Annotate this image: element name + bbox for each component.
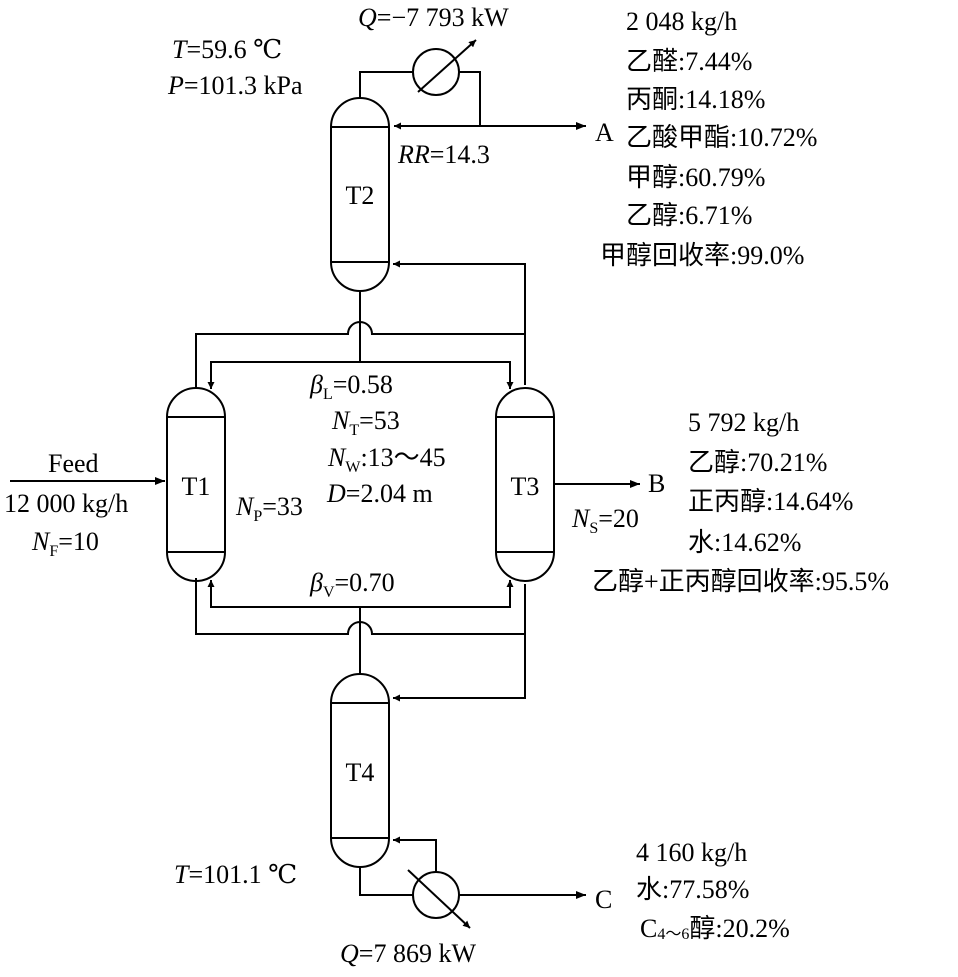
product-a-line-6: 乙醇:6.71% [626,201,752,230]
t3-liquid-to-t4-line [397,634,526,699]
feed-flow-label: 12 000 kg/h [4,489,128,518]
feed-label: Feed [48,449,99,478]
condenser-duty-label: Q=−7 793 kW [358,3,509,32]
product-a-composition: 2 048 kg/h 乙醛:7.44% 丙酮:14.18% 乙酸甲酯:10.72… [600,7,817,270]
t1-top-to-t3-vapor-line [195,321,525,390]
t1-head-seam [167,416,225,553]
beta-l-label: βL=0.58 [309,370,393,403]
reboiler-duty-label: Q=7 869 kW [340,939,476,968]
product-b-line-2: 乙醇:70.21% [688,448,827,477]
column-t4-group: T4 [330,673,586,929]
product-b-line-1: 5 792 kg/h [688,408,799,437]
feed-stage-label: NF=10 [31,527,99,560]
np-label: NP=33 [235,492,303,525]
column-t3-label: T3 [511,472,540,501]
product-a-line-7: 甲醇回收率:99.0% [600,241,804,270]
column-t2-group: T2 [330,39,586,385]
condenser-exchanger [412,48,460,96]
product-b-label: B [648,469,665,498]
product-a-line-2: 乙醛:7.44% [626,47,752,76]
product-c-label: C [595,885,612,914]
product-b-line-4: 水:14.62% [688,528,801,557]
product-a-line-4: 乙酸甲酯:10.72% [626,123,817,152]
t3-vapor-to-t2-line [397,263,526,385]
t4-head-seam [331,702,389,839]
product-c-line-1: 4 160 kg/h [636,838,747,867]
diameter-label: D=2.04 m [326,479,433,508]
product-c-line-3: C4～6醇:20.2% [640,914,790,943]
column-t4-label: T4 [346,758,375,787]
side-stage-label: NS=20 [571,504,639,537]
nt-label: NT=53 [331,406,400,439]
product-b-line-5: 乙醇+正丙醇回收率:95.5% [592,567,889,596]
t2-head-seam [331,126,389,263]
condenser-outlet-line [397,71,481,127]
nw-label: NW:13～45 [327,443,446,476]
top-pressure-label: P=101.3 kPa [167,71,303,100]
bottom-temperature-label: T=101.1 ℃ [174,860,297,889]
product-b-line-3: 正丙醇:14.64% [688,487,853,516]
product-a-label: A [595,118,614,147]
column-t1-label: T1 [182,472,211,501]
product-a-line-3: 丙酮:14.18% [626,85,765,114]
product-a-line-5: 甲醇:60.79% [626,163,765,192]
reflux-ratio-label: RR=14.3 [397,140,490,169]
product-a-line-1: 2 048 kg/h [626,7,737,36]
product-c-composition: 4 160 kg/h 水:77.58% C4～6醇:20.2% [636,838,790,943]
top-temperature-label: T=59.6 ℃ [172,35,282,64]
beta-v-label: βV=0.70 [309,568,395,601]
t2-overhead-line [359,71,413,100]
t4-bottom-line [359,867,413,896]
column-t2-label: T2 [346,181,375,210]
product-b-composition: 5 792 kg/h 乙醇:70.21% 正丙醇:14.64% 水:14.62%… [592,408,889,596]
product-c-line-2: 水:77.58% [636,875,749,904]
reboiler-arrow [407,869,471,929]
reboiler-return-line [397,839,437,872]
t3-head-seam [496,416,554,553]
condenser-arrow [417,39,477,93]
